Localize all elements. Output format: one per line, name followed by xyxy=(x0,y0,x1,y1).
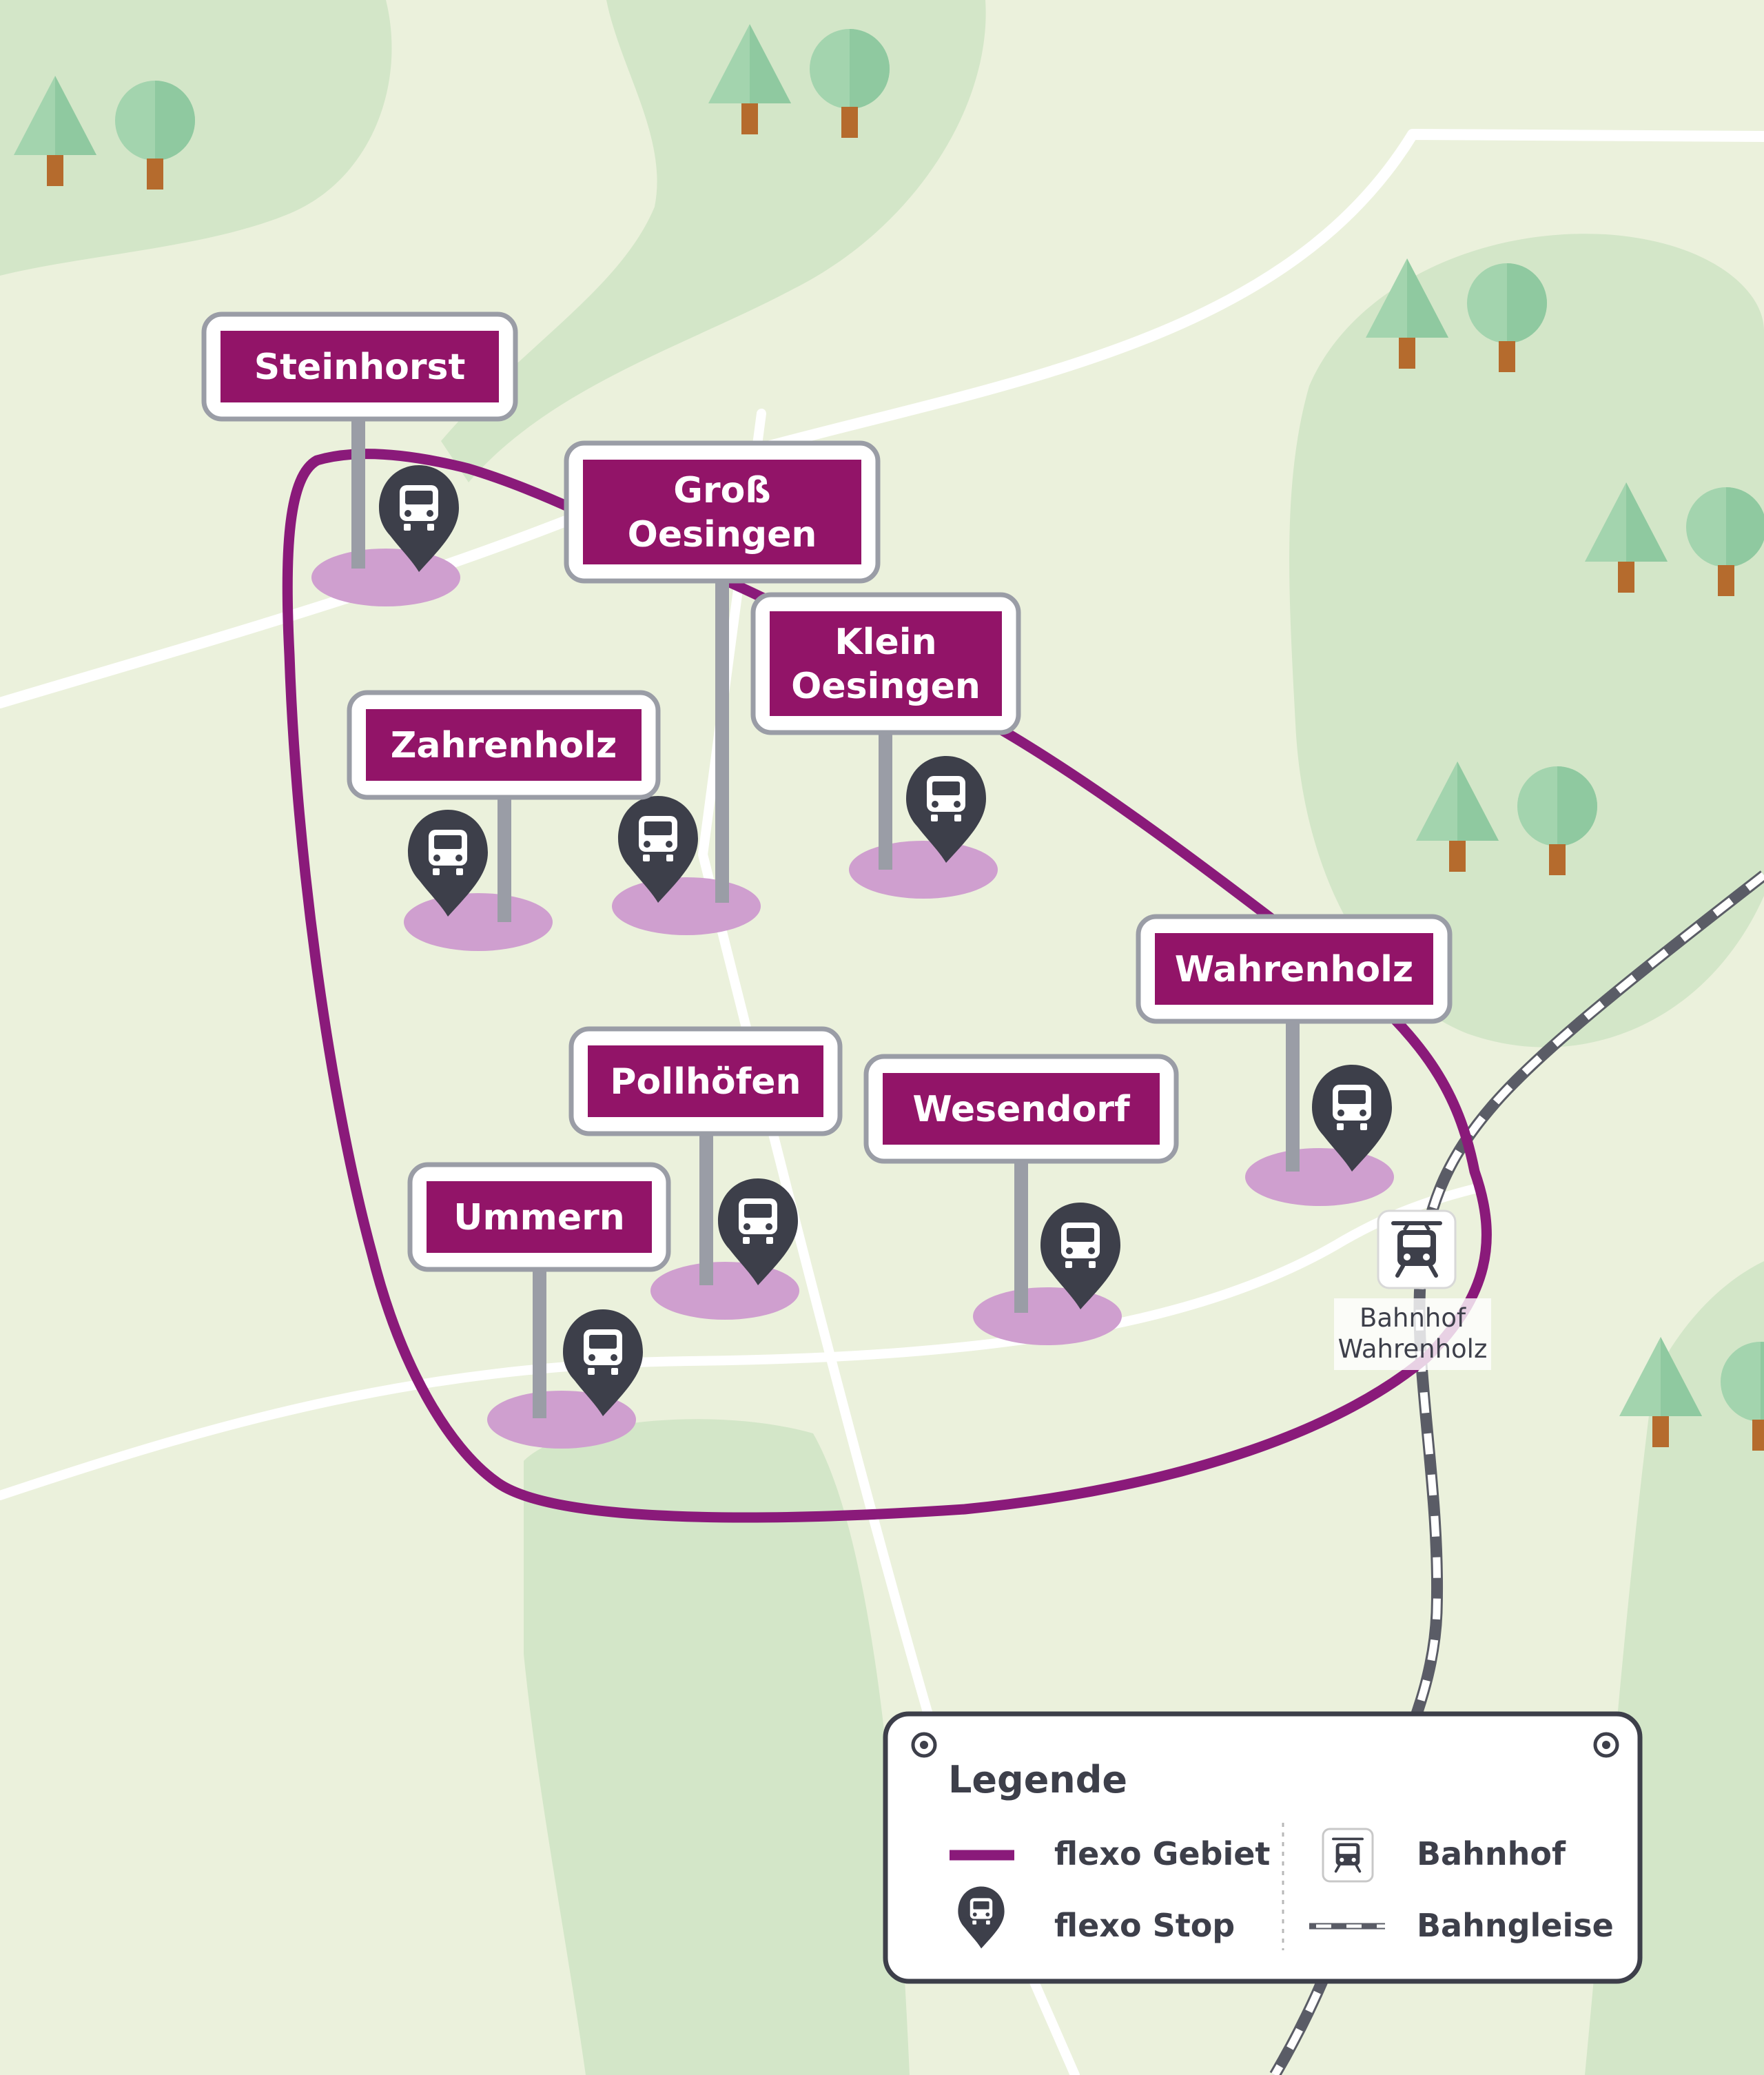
station-label-line1: Bahnhof xyxy=(1360,1303,1466,1333)
screw-icon xyxy=(911,1732,937,1758)
town-signs: SteinhorstGroßOesingenKleinOesingenZahre… xyxy=(201,311,1453,1272)
town-sign-label: Wahrenholz xyxy=(1175,949,1413,990)
town-sign-wesendorf[interactable]: Wesendorf xyxy=(863,1054,1179,1164)
town-sign-wahrenholz[interactable]: Wahrenholz xyxy=(1136,914,1453,1024)
town-sign-label: Wesendorf xyxy=(912,1089,1131,1130)
town-sign-label: Oesingen xyxy=(791,666,981,707)
town-sign-label: Oesingen xyxy=(628,514,817,555)
station-label-line2: Wahrenholz xyxy=(1338,1334,1488,1364)
train-station-icon xyxy=(1391,1221,1442,1278)
town-sign-label: Klein xyxy=(834,622,936,663)
town-sign-label: Groß xyxy=(673,470,770,511)
legend-label-bahnhof: Bahnhof xyxy=(1417,1835,1566,1872)
town-sign-zahrenholz[interactable]: Zahrenholz xyxy=(347,690,661,800)
legend-label-flexo-gebiet: flexo Gebiet xyxy=(1054,1835,1270,1872)
town-sign-label: Pollhöfen xyxy=(610,1061,801,1103)
town-sign-label: Ummern xyxy=(453,1197,625,1238)
sign-posts xyxy=(351,413,1300,1418)
legend-title: Legende xyxy=(948,1758,1127,1801)
legend-label-bahngleise: Bahngleise xyxy=(1417,1907,1614,1944)
town-sign-steinhorst[interactable]: Steinhorst xyxy=(201,311,518,422)
train-station-icon xyxy=(1322,1828,1374,1883)
legend-label-flexo-stop: flexo Stop xyxy=(1054,1907,1235,1944)
train-station-wahrenholz[interactable]: Bahnhof Wahrenholz xyxy=(1334,1209,1491,1370)
legend-panel: Legende flexo Gebiet flexo Stop Bahnhof … xyxy=(883,1711,1643,1984)
town-sign-label: Steinhorst xyxy=(254,347,466,388)
screw-icon xyxy=(1593,1732,1619,1758)
town-sign-ummern[interactable]: Ummern xyxy=(407,1162,671,1272)
town-sign-pollhoefen[interactable]: Pollhöfen xyxy=(568,1026,843,1136)
town-sign-label: Zahrenholz xyxy=(391,725,617,766)
